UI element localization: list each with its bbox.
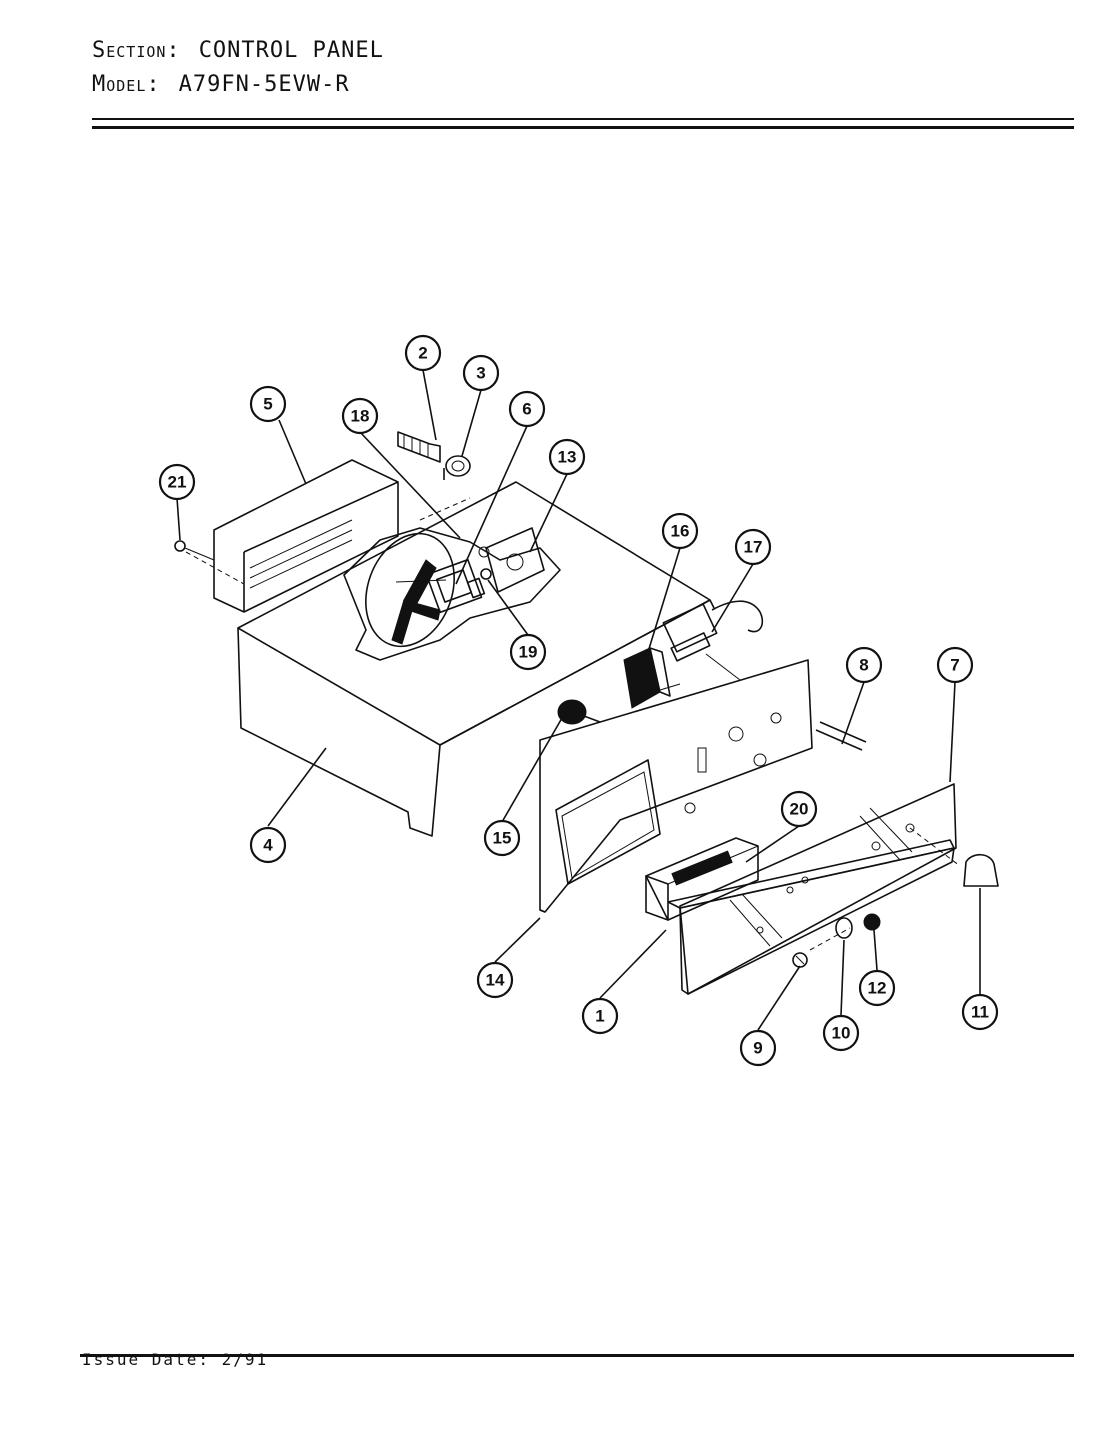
- svg-text:14: 14: [486, 971, 505, 990]
- part-glass-panel: [679, 783, 957, 995]
- callout-20: 20: [780, 790, 818, 828]
- callout-4: 4: [249, 826, 287, 864]
- callout-3: 3: [462, 354, 500, 392]
- svg-text:20: 20: [790, 800, 809, 819]
- section-value: CONTROL PANEL: [198, 38, 384, 63]
- model-value: A79FN-5EVW-R: [178, 72, 350, 97]
- svg-text:9: 9: [753, 1039, 762, 1058]
- part-knob-10: [835, 917, 853, 939]
- callout-9: 9: [739, 1029, 777, 1067]
- part-bracket: [213, 459, 399, 613]
- part-screw-9: [792, 952, 808, 968]
- issue-date: Issue Date: 2/91: [82, 1350, 268, 1369]
- callout-15: 15: [483, 819, 521, 857]
- svg-text:1: 1: [595, 1007, 604, 1026]
- callout-6: 6: [508, 390, 546, 428]
- svg-text:16: 16: [671, 522, 690, 541]
- svg-text:6: 6: [522, 400, 531, 419]
- svg-text:12: 12: [868, 979, 887, 998]
- part-connector: [397, 431, 471, 480]
- part-mounting-panel: [539, 659, 813, 913]
- callout-16: 16: [661, 512, 699, 550]
- header-rule-bottom: [92, 126, 1074, 129]
- section-label: Section:: [92, 38, 181, 63]
- callout-14: 14: [476, 961, 514, 999]
- svg-text:13: 13: [558, 448, 577, 467]
- part-touch-panel: [667, 839, 955, 995]
- svg-text:21: 21: [168, 473, 187, 492]
- svg-text:7: 7: [950, 656, 959, 675]
- callout-18: 18: [341, 397, 379, 435]
- callout-11: 11: [961, 993, 999, 1031]
- part-rod: [815, 721, 867, 751]
- part-small-bracket: [478, 527, 545, 593]
- svg-text:15: 15: [493, 829, 512, 848]
- callout-7: 7: [936, 646, 974, 684]
- callout-5: 5: [249, 385, 287, 423]
- part-knob-11: [963, 853, 999, 887]
- assembly-line: [909, 827, 961, 867]
- model-heading: Model: A79FN-5EVW-R: [92, 72, 350, 97]
- svg-text:11: 11: [971, 1003, 989, 1022]
- issue-date-value: 2/91: [221, 1350, 269, 1369]
- part-knob-shaft: [557, 699, 601, 725]
- part-electronic-control: [645, 837, 759, 921]
- part-switch: [623, 647, 681, 709]
- assembly-line: [419, 497, 471, 521]
- callout-2: 2: [404, 334, 442, 372]
- svg-text:3: 3: [476, 364, 485, 383]
- callout-19: 19: [509, 633, 547, 671]
- part-knob-12: [863, 913, 881, 931]
- svg-text:19: 19: [519, 643, 538, 662]
- callout-13: 13: [548, 438, 586, 476]
- header-rule-top: [92, 118, 1074, 120]
- part-screw-21: [174, 540, 215, 561]
- assembly-line: [809, 927, 851, 951]
- callout-8: 8: [845, 646, 883, 684]
- callout-17: 17: [734, 528, 772, 566]
- svg-text:2: 2: [418, 344, 427, 363]
- part-motor: [425, 558, 486, 614]
- issue-date-label: Issue Date:: [82, 1350, 210, 1369]
- callout-21: 21: [158, 463, 196, 501]
- callout-1: 1: [581, 997, 619, 1035]
- svg-text:4: 4: [263, 836, 273, 855]
- part-thermostat: [662, 600, 764, 681]
- svg-text:18: 18: [351, 407, 370, 426]
- svg-text:10: 10: [832, 1024, 851, 1043]
- part-housing: [237, 481, 715, 837]
- svg-text:17: 17: [744, 538, 763, 557]
- assembly-line: [185, 551, 245, 585]
- part-fan-assembly: [343, 527, 561, 661]
- part-screw-19: [480, 568, 492, 580]
- model-label: Model:: [92, 72, 161, 97]
- svg-text:8: 8: [859, 656, 868, 675]
- callout-10: 10: [822, 1014, 860, 1052]
- svg-text:5: 5: [263, 395, 272, 414]
- footer-rule: [80, 1354, 1074, 1357]
- section-heading: Section: CONTROL PANEL: [92, 38, 384, 63]
- callout-12: 12: [858, 969, 896, 1007]
